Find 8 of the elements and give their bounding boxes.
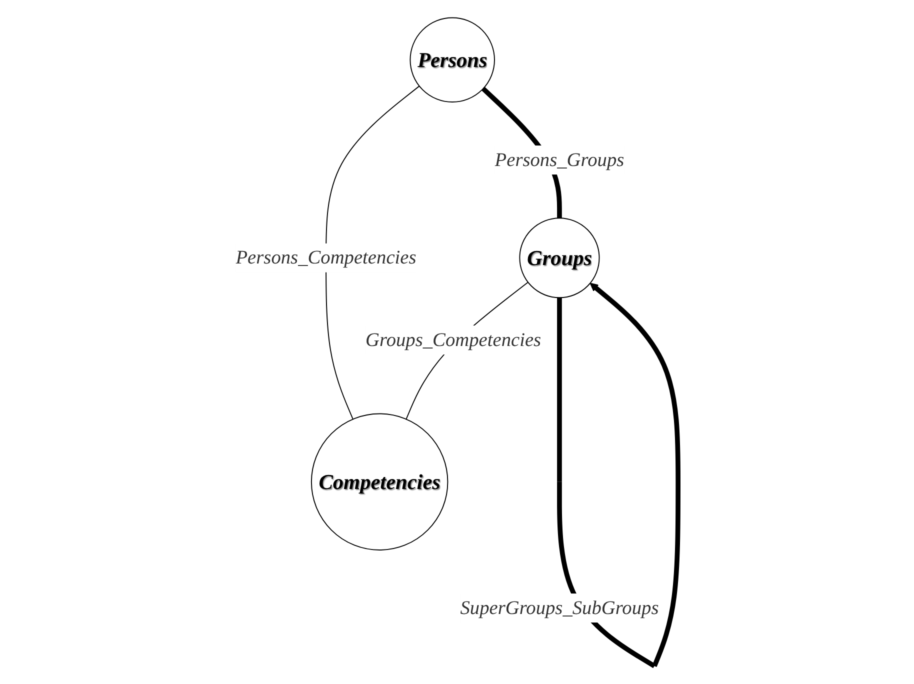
node-circle: Groups [519, 218, 600, 298]
node-circle: Competencies [311, 413, 448, 550]
edge-label: Persons_Competencies [236, 247, 416, 269]
connector [326, 86, 420, 420]
edge-label: Persons_Groups [494, 149, 624, 171]
edge-label: SuperGroups_SubGroups [460, 597, 659, 619]
node-circle: Persons [410, 17, 496, 102]
edge-label: Groups_Competencies [366, 329, 542, 351]
